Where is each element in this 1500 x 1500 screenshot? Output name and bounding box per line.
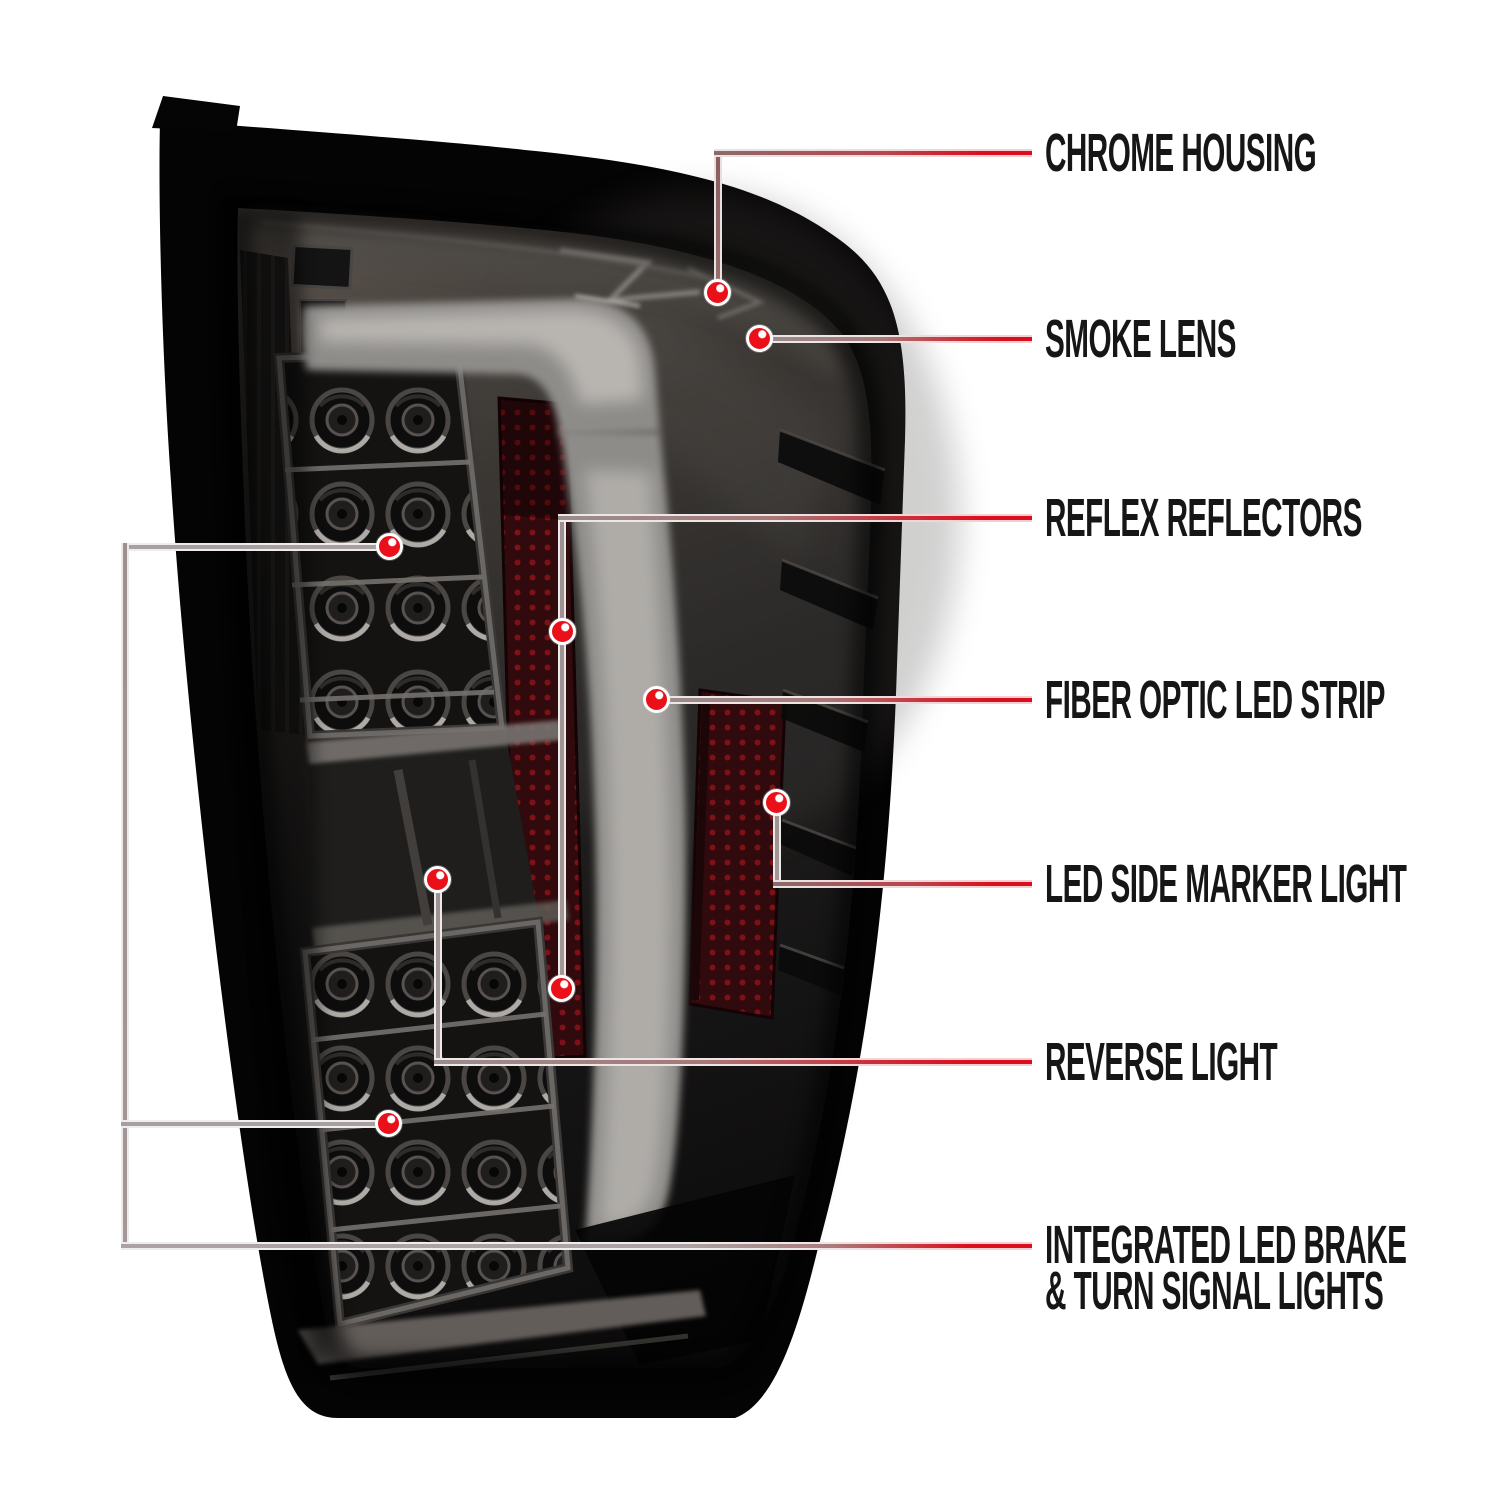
label-chrome-housing: CHROME HOUSING bbox=[1045, 123, 1317, 183]
callout-line-chrome-housing-h bbox=[714, 149, 1032, 157]
marker-dot-side-marker bbox=[763, 789, 790, 816]
reflex-reflector-right bbox=[688, 688, 787, 1020]
callout-line-integrated-branch2 bbox=[121, 1120, 389, 1128]
chrome-housing-reflections bbox=[261, 220, 766, 320]
label-reflex-reflectors: REFLEX REFLECTORS bbox=[1045, 488, 1362, 548]
callout-line-side-marker-h bbox=[773, 880, 1032, 888]
callout-line-integrated-v bbox=[121, 543, 129, 1250]
callout-line-reverse-light-h bbox=[434, 1058, 1032, 1066]
marker-dot-integrated-lower bbox=[375, 1110, 402, 1137]
label-integrated-line1: INTEGRATED LED BRAKE bbox=[1045, 1215, 1407, 1275]
callout-line-reflex-reflectors-h bbox=[558, 514, 1032, 522]
callout-line-integrated-h bbox=[121, 1242, 1032, 1250]
smoke-lens-vents bbox=[778, 428, 886, 995]
marker-dot-reflex-reflector-upper bbox=[549, 618, 576, 645]
callout-line-chrome-housing-v bbox=[714, 149, 722, 297]
label-smoke-lens: SMOKE LENS bbox=[1045, 309, 1236, 369]
housing-bottom bbox=[298, 1175, 795, 1381]
label-reverse-light: REVERSE LIGHT bbox=[1045, 1032, 1278, 1092]
callout-line-fiber-optic-h bbox=[657, 696, 1032, 704]
callout-line-reverse-light-v bbox=[434, 876, 442, 1066]
callout-line-integrated-branch1 bbox=[121, 543, 390, 551]
led-array-lower bbox=[299, 916, 574, 1331]
label-integrated-line2: & TURN SIGNAL LIGHTS bbox=[1045, 1261, 1384, 1321]
callout-line-reflex-reflectors-v bbox=[558, 514, 566, 993]
marker-dot-fiber-optic bbox=[643, 686, 670, 713]
label-fiber-optic-led-strip: FIBER OPTIC LED STRIP bbox=[1045, 670, 1385, 730]
marker-dot-reverse-light bbox=[424, 866, 451, 893]
marker-dot-chrome-housing bbox=[704, 279, 731, 306]
label-integrated-led-brake-turn-signal: INTEGRATED LED BRAKE & TURN SIGNAL LIGHT… bbox=[1045, 1215, 1407, 1321]
marker-dot-reflex-reflector-lower bbox=[548, 975, 575, 1002]
fiber-optic-led-strip-bar bbox=[301, 299, 687, 1243]
marker-dot-smoke-lens bbox=[746, 325, 773, 352]
marker-dot-integrated-upper bbox=[376, 533, 403, 560]
callout-line-side-marker-v bbox=[773, 799, 781, 888]
label-led-side-marker-light: LED SIDE MARKER LIGHT bbox=[1045, 854, 1407, 914]
callout-line-smoke-lens-h bbox=[760, 335, 1032, 343]
